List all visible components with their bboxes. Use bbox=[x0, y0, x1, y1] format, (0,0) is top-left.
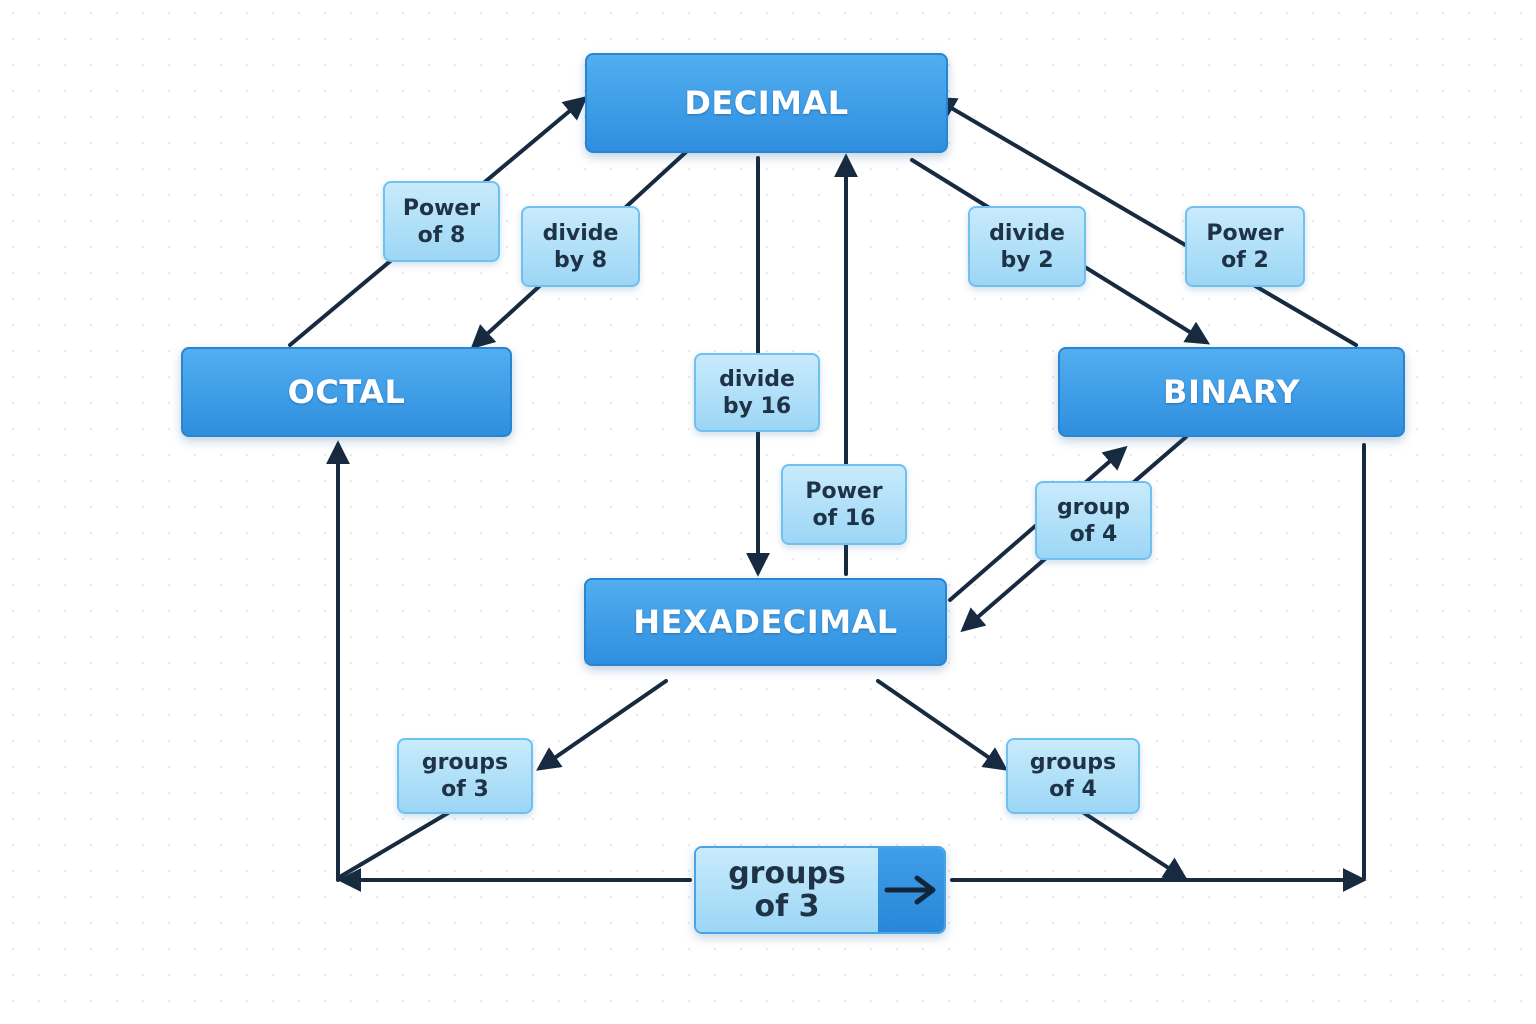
right-arrow-icon bbox=[878, 848, 944, 932]
label-power-of-16: Power of 16 bbox=[781, 464, 907, 545]
label-divide-by-8: divide by 8 bbox=[521, 206, 640, 287]
edge-groups-of-4-to-bottom bbox=[1082, 811, 1189, 881]
edge-hexadecimal-to-groups-of-3 bbox=[536, 679, 668, 771]
binary-node[interactable]: BINARY bbox=[1058, 347, 1405, 437]
label-group-of-4: group of 4 bbox=[1035, 481, 1152, 560]
label-groups-of-3: groups of 3 bbox=[397, 738, 533, 814]
edge-groups-of-3-to-corner bbox=[336, 811, 450, 880]
decimal-node[interactable]: DECIMAL bbox=[585, 53, 948, 153]
label-divide-by-16: divide by 16 bbox=[694, 353, 820, 432]
label-divide-by-2: divide by 2 bbox=[968, 206, 1086, 287]
label-power-of-8: Power of 8 bbox=[383, 181, 500, 262]
edge-binary-to-decimal bbox=[931, 96, 1358, 347]
label-groups-of-4: groups of 4 bbox=[1006, 738, 1140, 814]
octal-node[interactable]: OCTAL bbox=[181, 347, 512, 437]
edge-hexadecimal-to-groups-of-4 bbox=[876, 679, 1008, 771]
label-power-of-2: Power of 2 bbox=[1185, 206, 1305, 287]
hexadecimal-node[interactable]: HEXADECIMAL bbox=[584, 578, 947, 666]
groups-of-3-legend: groups of 3 bbox=[694, 846, 946, 934]
legend-label: groups of 3 bbox=[696, 848, 878, 932]
